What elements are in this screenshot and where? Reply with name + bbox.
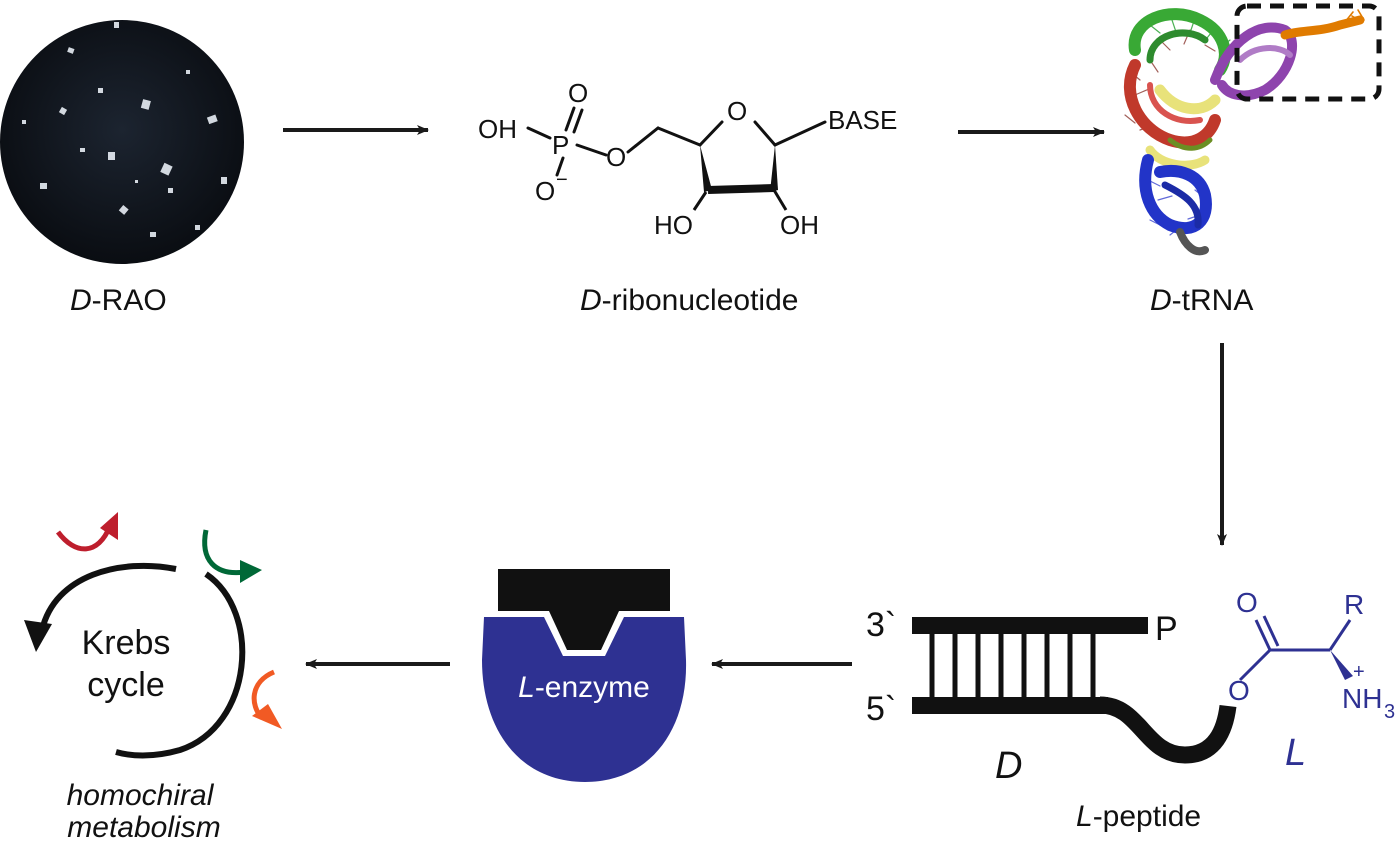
ring-wedge-left [700,145,712,192]
aa-atom-o-link: O [1228,675,1250,706]
krebs-red-arrow [55,512,118,552]
aa-atom-nh: NH [1342,683,1382,714]
trna-highlight-box [1234,3,1382,102]
atom-o-ester: O [606,142,626,172]
d-chirality-label: D [995,745,1022,787]
aa-plus-charge: + [1353,661,1365,683]
aa-atom-r: R [1344,589,1364,620]
amino-acid-structure [1238,615,1352,682]
five-prime-label: 5` [866,690,896,728]
krebs-cycle [24,562,246,759]
aa-subscript-3: 3 [1384,701,1395,723]
peptide-label: L-peptide [1076,800,1201,833]
aa-atom-o-double: O [1236,587,1258,618]
krebs-green-arrow [202,529,262,583]
trna-structure-image [1124,8,1365,256]
krebs-arrowhead [24,620,52,652]
ribonucleotide-atoms: OH P O O − O O BASE HO OH [478,78,897,240]
ring-oh-bond [772,189,788,211]
krebs-line2: cycle [87,666,164,704]
l-chirality-label: L [1285,732,1306,774]
phosphate-label: P [1155,610,1178,648]
atom-base: BASE [828,105,897,135]
minus-charge: − [556,169,568,191]
ring-wedge-right [770,145,778,192]
rao-label: D-RAO [70,284,167,317]
duplex-labels: 3` 5` P D [866,606,1178,787]
enzyme-label: L-enzyme [518,671,650,704]
atom-o-double: O [568,78,588,108]
atom-o-ring: O [727,96,747,126]
amino-acid-atoms: O O R + NH 3 L [1228,587,1395,774]
atom-oh-right: OH [780,210,819,240]
ribonucleotide-structure [526,106,827,177]
krebs-orange-arrow [251,669,282,729]
ribonucleotide-label: D-ribonucleotide [580,284,798,317]
enzyme-shape [482,569,687,782]
atom-o-minus: O [535,176,555,206]
atom-oh: OH [478,114,517,144]
atom-p: P [552,130,569,160]
ring-ho-bond [692,191,708,211]
three-prime-label: 3` [866,606,896,644]
amino-acid-wedge [1330,650,1353,680]
krebs-line1: Krebs [82,624,171,662]
atom-ho: HO [654,210,693,240]
duplex-structure [912,617,1237,764]
trna-label: D-tRNA [1150,284,1253,317]
crystal-dish-image [0,20,244,264]
metabolism-line2: metabolism [67,811,220,842]
ring-bottom-bond [707,184,775,194]
metabolism-line1: homochiral [67,779,215,812]
